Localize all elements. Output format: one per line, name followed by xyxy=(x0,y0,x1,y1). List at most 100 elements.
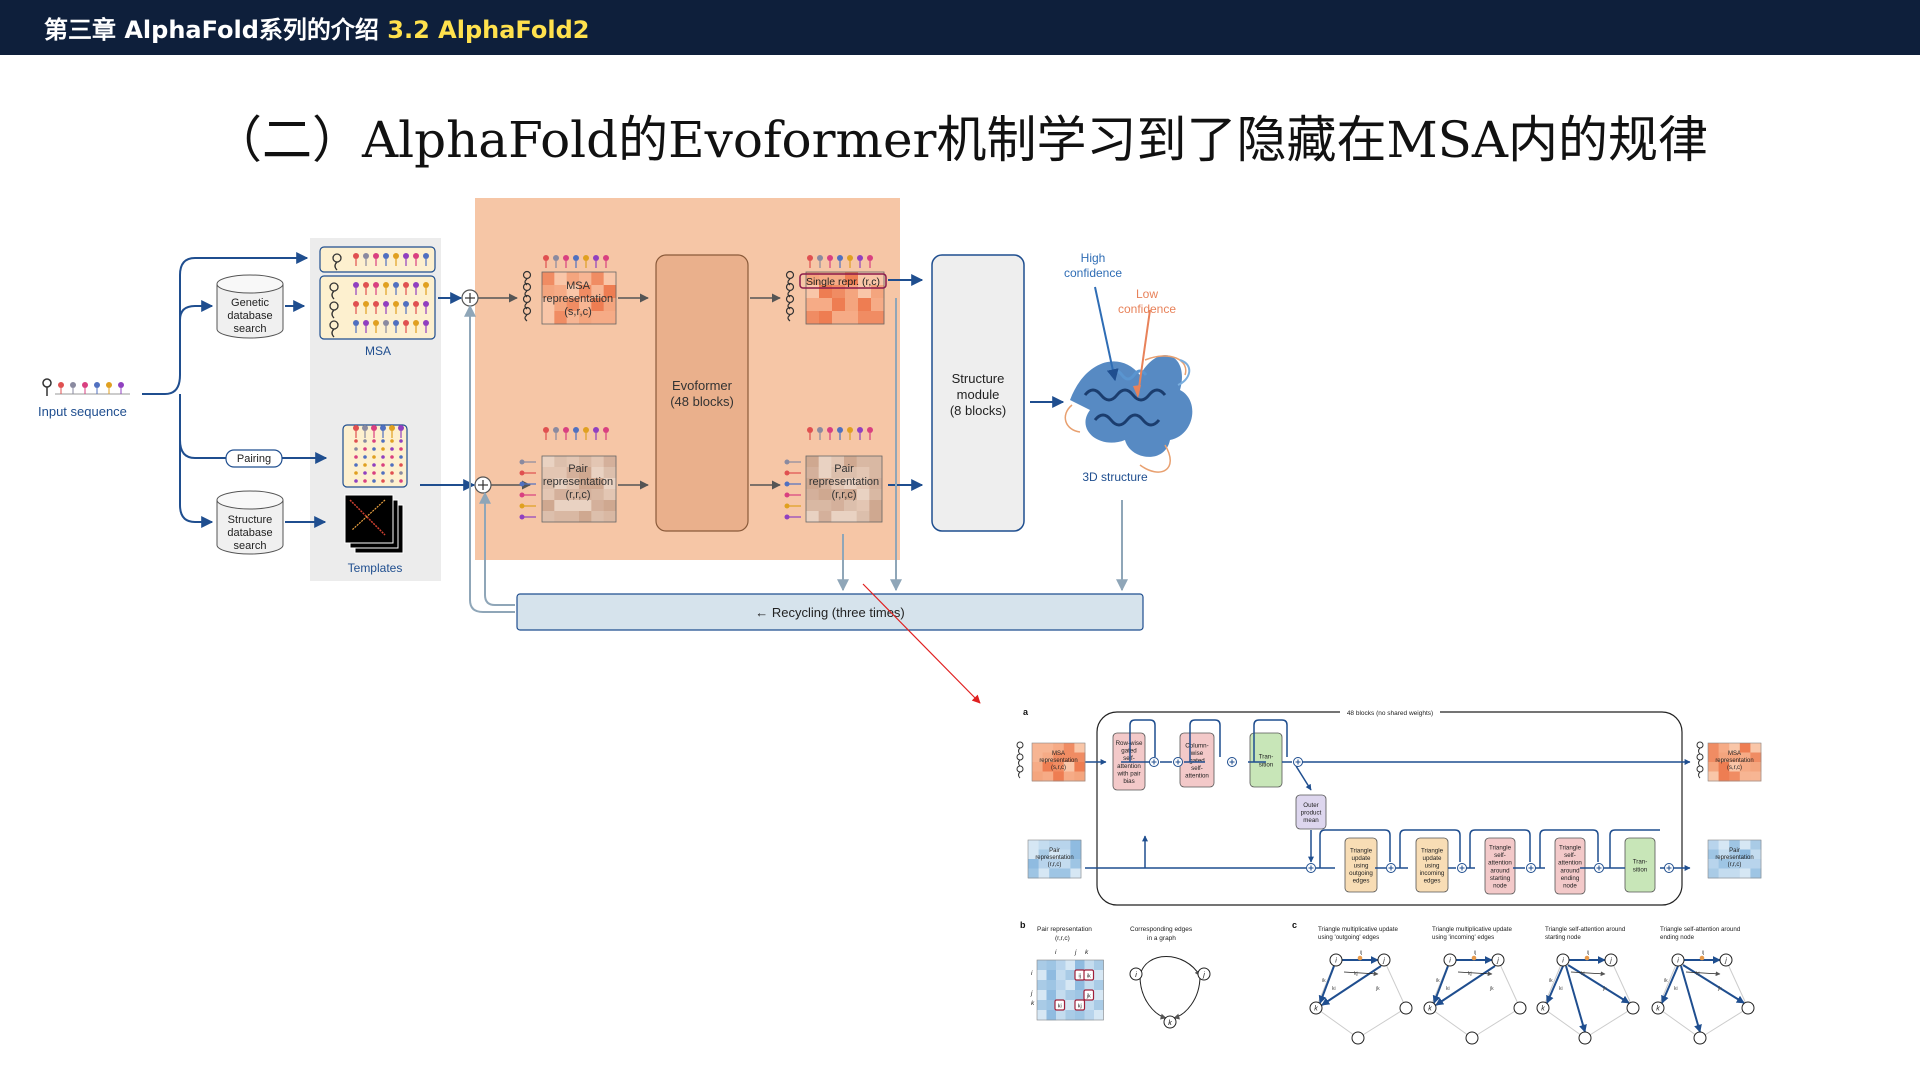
svg-text:k: k xyxy=(1085,949,1089,956)
svg-text:(s,r,c): (s,r,c) xyxy=(564,306,592,318)
svg-text:i: i xyxy=(1449,958,1451,965)
svg-text:kj: kj xyxy=(1696,971,1700,977)
svg-text:attention: attention xyxy=(1185,773,1209,780)
svg-text:jk: jk xyxy=(1602,986,1607,992)
panel-a-label: a xyxy=(1023,707,1029,717)
3d-structure-label: 3D structure xyxy=(1082,470,1148,484)
svg-text:Triangle self-attention around: Triangle self-attention around xyxy=(1660,926,1741,933)
svg-text:Outer: Outer xyxy=(1303,802,1318,809)
svg-text:around: around xyxy=(1560,867,1580,874)
svg-text:representation: representation xyxy=(1035,855,1073,861)
svg-text:Pair: Pair xyxy=(568,463,588,475)
pair-cell-kj: kj xyxy=(1074,999,1086,1011)
svg-text:kj: kj xyxy=(1078,1004,1082,1010)
section-title: 3.2 AlphaFold2 xyxy=(387,16,590,44)
msa-plus-node xyxy=(461,289,479,307)
svg-text:self-: self- xyxy=(1494,852,1506,859)
svg-text:ending node: ending node xyxy=(1660,934,1695,941)
detail-flow-lines xyxy=(1085,719,1691,871)
pair-representation-block xyxy=(541,455,617,523)
svg-text:i: i xyxy=(1055,949,1057,956)
svg-text:ki: ki xyxy=(1058,1004,1062,1010)
svg-text:representation: representation xyxy=(543,476,613,488)
svg-text:with pair: with pair xyxy=(1116,770,1140,777)
svg-text:k: k xyxy=(1541,1006,1545,1013)
svg-text:(r,r,c): (r,r,c) xyxy=(565,489,590,501)
input-sequence-glyph xyxy=(42,378,130,396)
svg-text:database: database xyxy=(227,527,272,539)
svg-text:representation: representation xyxy=(1039,758,1077,764)
svg-text:ij: ij xyxy=(1587,950,1589,956)
evoformer-box xyxy=(655,254,749,532)
svg-text:j: j xyxy=(1030,990,1033,997)
svg-text:j: j xyxy=(1382,958,1385,965)
svg-text:using 'incoming' edges: using 'incoming' edges xyxy=(1432,934,1494,941)
svg-text:ki: ki xyxy=(1446,986,1450,992)
msa-to-plus-arrows xyxy=(420,292,476,491)
pipeline-diagram: Input sequence Genetic database search S… xyxy=(38,198,1193,704)
pair-cell-ki: ki xyxy=(1054,999,1066,1011)
svg-text:Triangle: Triangle xyxy=(1559,845,1582,852)
svg-text:kj: kj xyxy=(1354,971,1358,977)
svg-text:MSA: MSA xyxy=(566,280,591,292)
templates-label: Templates xyxy=(348,561,403,575)
zoom-pointer-arrow xyxy=(862,583,981,704)
pairing-grid-dots xyxy=(353,425,404,483)
svg-text:around: around xyxy=(1490,867,1510,874)
structure-module-box xyxy=(931,254,1025,532)
svg-text:jk: jk xyxy=(1375,986,1380,992)
svg-text:(r,r,c): (r,r,c) xyxy=(1048,862,1062,868)
svg-text:node: node xyxy=(1563,883,1577,890)
svg-text:Pair: Pair xyxy=(1049,848,1060,854)
high-confidence-label: High xyxy=(1081,251,1106,265)
slide-title: （二）AlphaFold的Evoformer机制学习到了隐藏在MSA内的规律 xyxy=(212,111,1708,169)
svg-text:ij: ij xyxy=(1360,950,1362,956)
low-confidence-label: Low xyxy=(1136,287,1158,301)
svg-text:confidence: confidence xyxy=(1064,266,1122,280)
svg-text:j: j xyxy=(1202,972,1205,979)
svg-text:using 'outgoing' edges: using 'outgoing' edges xyxy=(1318,934,1379,941)
svg-text:i: i xyxy=(1562,958,1564,965)
svg-text:Pair representation: Pair representation xyxy=(1037,926,1092,933)
svg-text:(r,r,c): (r,r,c) xyxy=(1055,935,1070,942)
svg-text:Tran-: Tran- xyxy=(1633,859,1648,866)
pair-cell-ik: ik xyxy=(1083,969,1095,981)
svg-text:i: i xyxy=(1335,958,1337,965)
svg-text:gated: gated xyxy=(1189,758,1205,765)
svg-text:MSA: MSA xyxy=(1052,751,1065,757)
svg-text:starting: starting xyxy=(1490,875,1511,882)
svg-text:Triangle: Triangle xyxy=(1421,847,1444,854)
svg-text:Pair: Pair xyxy=(1729,848,1740,854)
svg-text:Column-: Column- xyxy=(1185,742,1208,749)
msa-label: MSA xyxy=(365,344,391,358)
svg-text:(48 blocks): (48 blocks) xyxy=(670,394,734,409)
svg-text:attention: attention xyxy=(1488,860,1512,867)
svg-text:(8 blocks): (8 blocks) xyxy=(950,403,1006,418)
header-title: 第三章 AlphaFold系列的介绍 3.2 AlphaFold2 xyxy=(44,10,589,45)
svg-text:j: j xyxy=(1074,949,1077,956)
svg-text:(s,r,c): (s,r,c) xyxy=(1051,765,1066,771)
svg-text:sition: sition xyxy=(1259,761,1274,768)
svg-text:database: database xyxy=(227,310,272,322)
msa-representation-block xyxy=(541,271,617,325)
pairing-label: Pairing xyxy=(237,453,271,465)
svg-text:ki: ki xyxy=(1332,986,1336,992)
svg-text:(r,r,c): (r,r,c) xyxy=(831,489,856,501)
panel-c-label: c xyxy=(1292,920,1297,930)
svg-text:node: node xyxy=(1493,883,1507,890)
to-structure-arrows xyxy=(888,274,1065,491)
svg-text:(r,r,c): (r,r,c) xyxy=(1728,862,1742,868)
svg-text:incoming: incoming xyxy=(1420,870,1445,877)
svg-text:jk: jk xyxy=(1717,986,1722,992)
header-bar: 第三章 AlphaFold系列的介绍 3.2 AlphaFold2 xyxy=(0,0,1920,55)
genetic-database-cylinder: Genetic database search xyxy=(216,274,284,339)
evoformer-detail-panel: a 48 blocks (no shared weights) Row-wise… xyxy=(1016,707,1762,906)
